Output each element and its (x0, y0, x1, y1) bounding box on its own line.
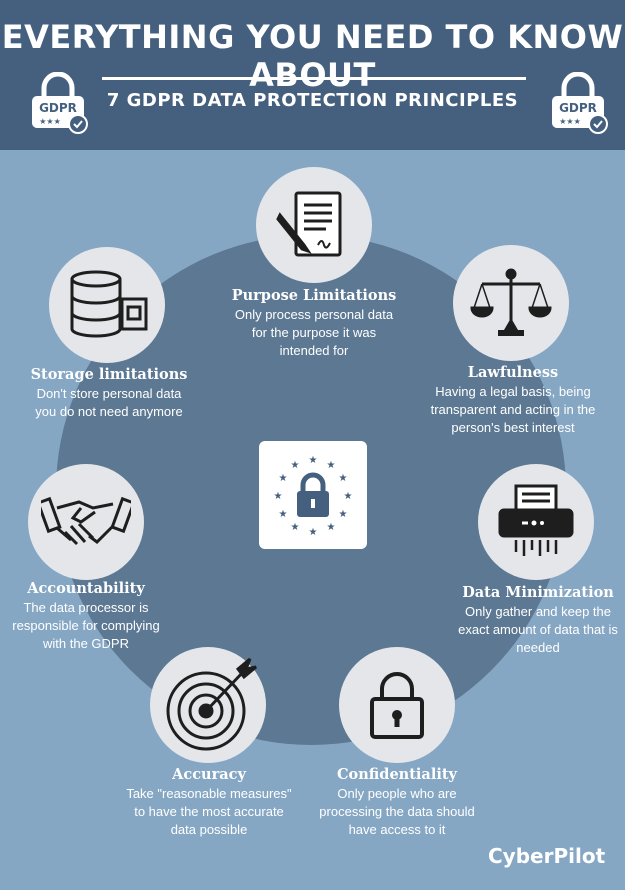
principle-accountability: Accountability The data processor is res… (6, 580, 166, 653)
padlock-icon (339, 647, 455, 763)
principle-description: Only gather and keep the exact amount of… (458, 604, 618, 655)
badge-label: GDPR (39, 101, 77, 115)
svg-text:★: ★ (291, 460, 300, 471)
title-divider (102, 77, 526, 80)
target-icon (150, 647, 266, 763)
principle-data-minimization: Data Minimization Only gather and keep t… (455, 584, 621, 657)
svg-text:★: ★ (339, 509, 348, 520)
principle-description: The data processor is responsible for co… (12, 600, 160, 651)
contract-signature-icon (256, 167, 372, 283)
scales-icon (453, 245, 569, 361)
principle-title: Confidentiality (337, 766, 457, 783)
svg-text:★: ★ (291, 522, 300, 533)
handshake-icon (28, 464, 144, 580)
svg-text:★: ★ (339, 473, 348, 484)
svg-text:★: ★ (279, 473, 288, 484)
principle-title: Data Minimization (462, 584, 614, 601)
svg-text:★★★: ★★★ (559, 117, 581, 126)
page-title: Everything you need to know about (1, 18, 624, 94)
svg-text:★: ★ (309, 455, 318, 466)
gdpr-badge-icon: GDPR ★★★ (552, 72, 608, 134)
principle-title: Storage limitations (30, 366, 188, 383)
svg-text:★: ★ (344, 491, 353, 502)
svg-text:★★★: ★★★ (39, 117, 61, 126)
eu-lock-icon: ★★★ ★★★ ★★★ ★★★ (259, 441, 367, 549)
principle-accuracy: Accuracy Take "reasonable measures" to h… (126, 766, 292, 839)
principle-description: Only people who are processing the data … (319, 786, 475, 837)
principle-title: Lawfulness (467, 364, 559, 381)
shredder-icon (478, 464, 594, 580)
principle-title: Accountability (27, 580, 145, 597)
page-subtitle: 7 GDPR data protection principles (106, 90, 519, 111)
principle-storage-limitations: Storage limitations Don't store personal… (26, 366, 192, 421)
database-icon (49, 247, 165, 363)
svg-text:★: ★ (274, 491, 283, 502)
svg-text:★: ★ (279, 509, 288, 520)
svg-text:★: ★ (327, 522, 336, 533)
principle-description: Having a legal basis, being transparent … (430, 384, 596, 435)
badge-label: GDPR (559, 101, 597, 115)
principle-lawfulness: Lawfulness Having a legal basis, being t… (430, 364, 596, 437)
principle-title: Accuracy (172, 766, 246, 783)
header-banner: Everything you need to know about 7 GDPR… (0, 0, 625, 150)
principle-purpose-limitations: Purpose Limitations Only process persona… (228, 287, 400, 360)
gdpr-badge-icon: GDPR ★★★ (32, 72, 88, 134)
brand-logo: CyberPilot (488, 844, 606, 868)
svg-text:★: ★ (309, 527, 318, 538)
principle-description: Take "reasonable measures" to have the m… (126, 786, 292, 837)
principle-description: Only process personal data for the purpo… (234, 307, 394, 358)
principle-title: Purpose Limitations (231, 287, 397, 304)
principle-confidentiality: Confidentiality Only people who are proc… (314, 766, 480, 839)
svg-text:★: ★ (327, 460, 336, 471)
principle-description: Don't store personal data you do not nee… (35, 386, 183, 419)
